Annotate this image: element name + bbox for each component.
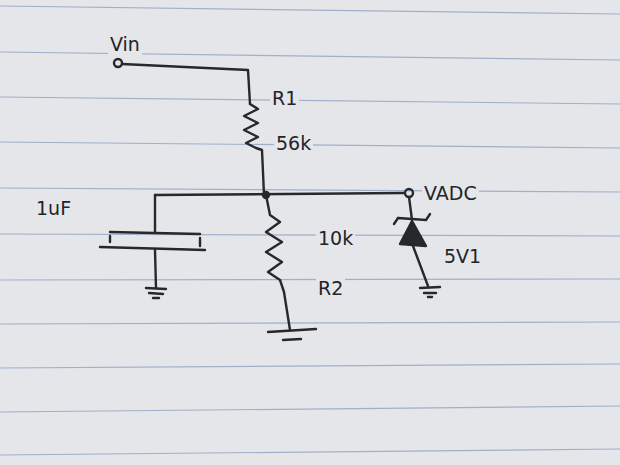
ground-symbol (268, 329, 316, 332)
ground-symbol (283, 339, 301, 340)
resistor-symbol (244, 104, 264, 195)
part-value: 5V1 (442, 246, 483, 267)
paper-lines (0, 6, 620, 455)
part-value: 56k (274, 133, 313, 154)
ground-symbol (146, 288, 166, 298)
zener-triangle (400, 221, 426, 246)
circuit-wires (100, 59, 440, 340)
part-name: R1 (270, 88, 299, 109)
capacitor-plate (100, 247, 205, 250)
part-value: 1uF (34, 198, 73, 219)
part-name: R2 (316, 278, 345, 299)
resistor-symbol (266, 195, 290, 330)
part-value: 10k (316, 228, 355, 249)
ground-symbol (420, 287, 440, 297)
signal-name: VADC (422, 183, 479, 204)
terminal-label: Vin (108, 34, 142, 55)
capacitor-plate (110, 232, 200, 234)
